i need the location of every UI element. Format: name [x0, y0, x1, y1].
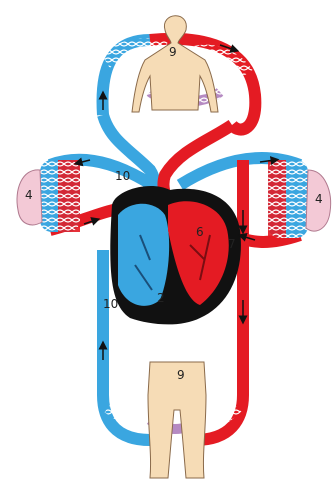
heart: 2 6 7 [110, 186, 241, 324]
lower-body-figure: 9 [148, 362, 206, 478]
label-lung-left: 4 [25, 188, 33, 202]
label-lung-right: 4 [315, 192, 323, 206]
label-left-atrium: 6 [196, 225, 204, 239]
label-vena-cava-upper: 10 [115, 169, 130, 183]
label-aorta: 7 [228, 237, 236, 251]
label-head-body: 9 [169, 45, 177, 59]
label-vena-cava-lower: 10 [103, 297, 118, 311]
label-right-ventricle: 2 [157, 291, 165, 305]
label-lower-body: 9 [177, 368, 185, 382]
